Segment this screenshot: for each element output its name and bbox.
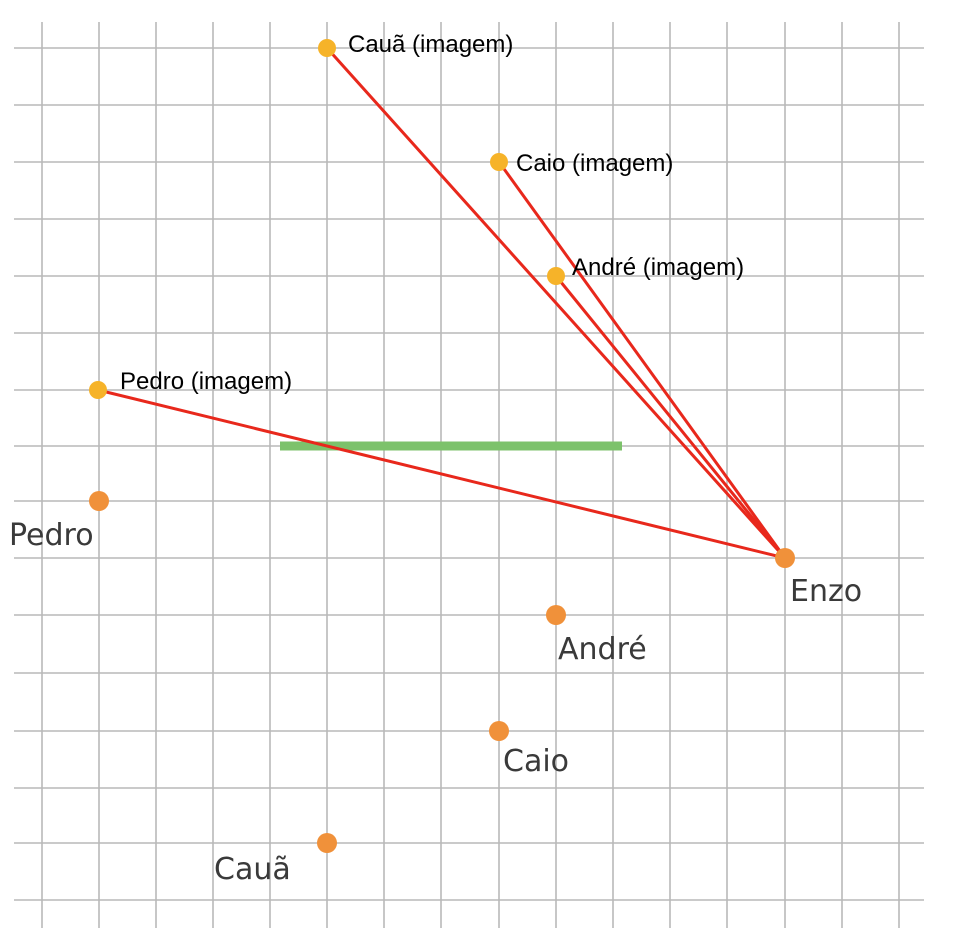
caio-image-point: [490, 153, 508, 171]
caua-image-point: [318, 39, 336, 57]
ray-caua-image-to-enzo: [325, 46, 787, 560]
andre-image-label: André (imagem): [572, 254, 744, 281]
grid: [14, 22, 924, 928]
pedro-point: [89, 491, 109, 511]
ray-andre-image-to-enzo: [554, 275, 787, 559]
enzo-point: [775, 548, 795, 568]
caio-label: Caio: [503, 744, 569, 779]
ray-pedro-image-to-enzo: [97, 388, 786, 560]
caio-image-label: Caio (imagem): [516, 150, 673, 177]
caua-label: Cauã: [214, 852, 291, 887]
caua-point: [317, 833, 337, 853]
andre-image-point: [547, 267, 565, 285]
caua-image-label: Cauã (imagem): [348, 31, 513, 58]
caio-point: [489, 721, 509, 741]
andre-label: André: [558, 632, 647, 667]
enzo-label: Enzo: [790, 574, 862, 609]
pedro-image-point: [89, 381, 107, 399]
pedro-label: Pedro: [9, 518, 94, 553]
andre-point: [546, 605, 566, 625]
ray-caio-image-to-enzo: [497, 161, 787, 559]
pedro-image-label: Pedro (imagem): [120, 368, 292, 395]
